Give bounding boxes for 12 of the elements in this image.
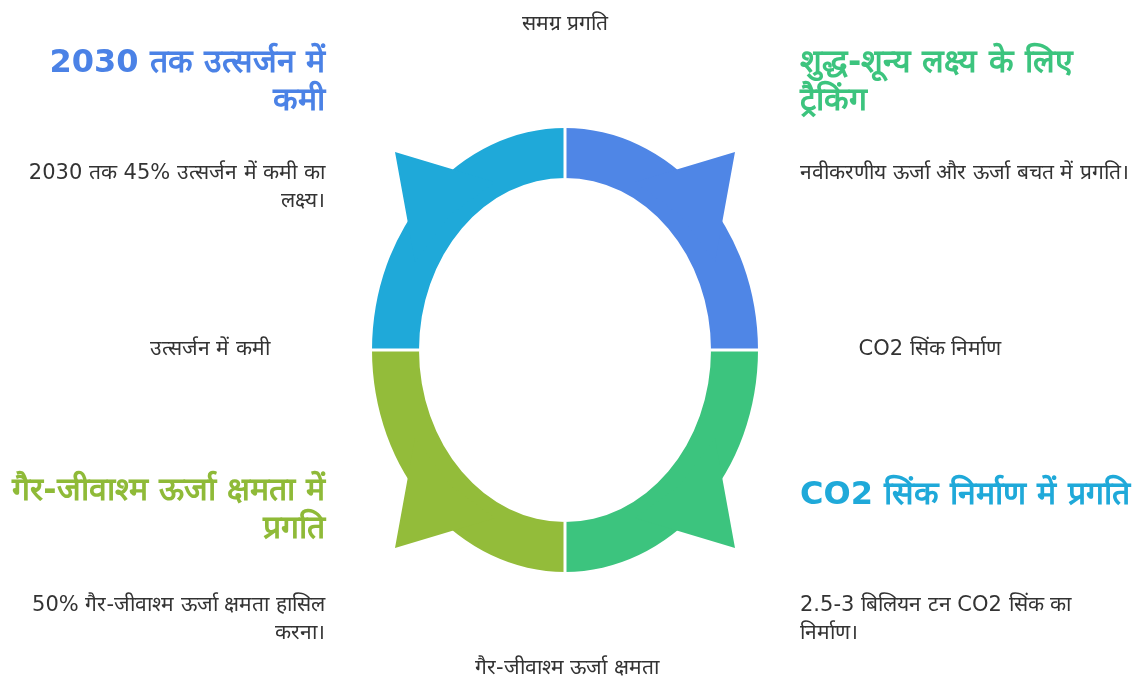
section-heading: गैर-जीवाश्म ऊर्जा क्षमता में प्रगति: [10, 470, 325, 547]
axis-label: CO2 सिंक निर्माण: [857, 335, 1003, 362]
section-heading: शुद्ध-शून्य लक्ष्य के लिए ट्रैकिंग: [800, 42, 1075, 119]
section-description: 2.5-3 बिलियन टन CO2 सिंक का निर्माण।: [800, 591, 1073, 647]
section-description: नवीकरणीय ऊर्जा और ऊर्जा बचत में प्रगति।: [800, 159, 1130, 186]
axis-label: समग्र प्रगति: [520, 10, 610, 37]
axis-label: गैर-जीवाश्म ऊर्जा क्षमता: [474, 654, 661, 681]
section-heading: CO2 सिंक निर्माण में प्रगति: [800, 474, 1130, 513]
section-heading: 2030 तक उत्सर्जन में कमी: [48, 42, 325, 119]
axis-label: उत्सर्जन में कमी: [148, 335, 272, 362]
section-description: 2030 तक 45% उत्सर्जन में कमी का लक्ष्य।: [27, 159, 325, 215]
section-description: 50% गैर-जीवाश्म ऊर्जा क्षमता हासिल करना।: [31, 591, 325, 647]
